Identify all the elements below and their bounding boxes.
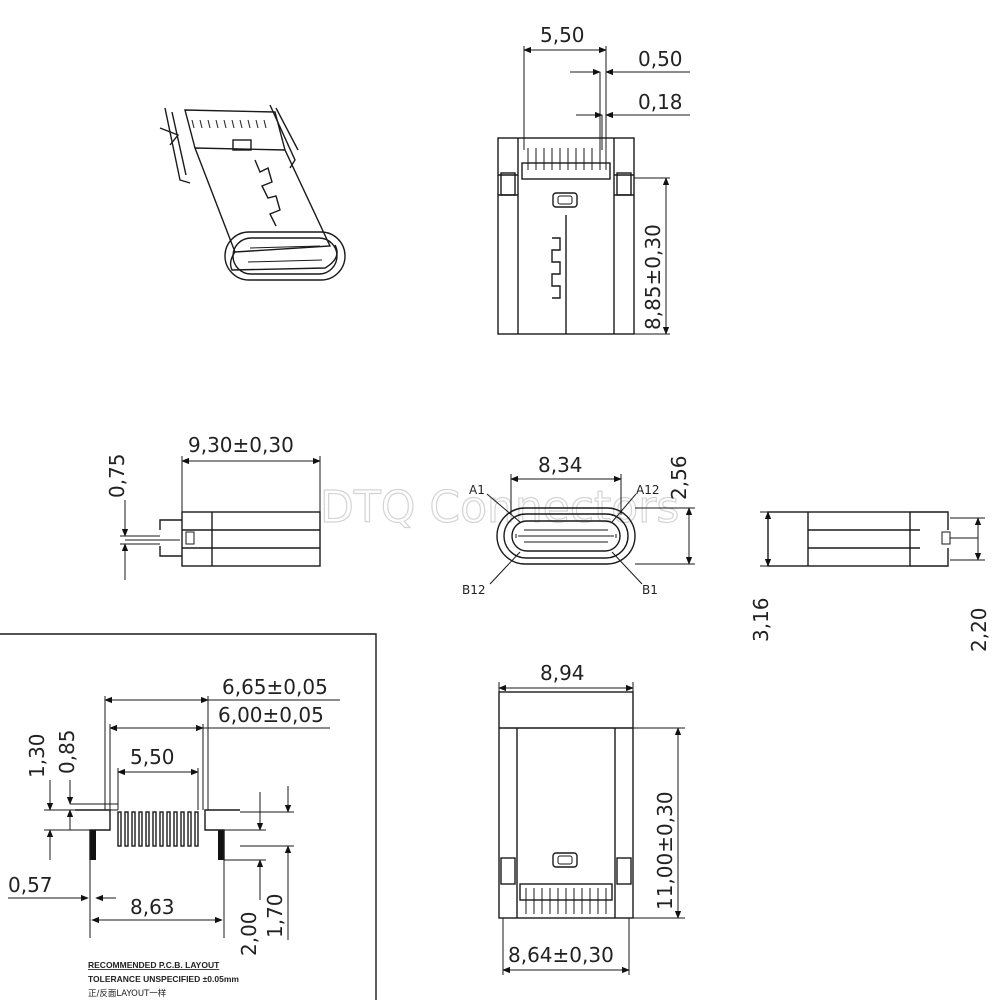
front-view-dimensions: 8,34 2,56 A1 A12 B12 B1 bbox=[462, 453, 695, 597]
pcb-layout-tolerance: TOLERANCE UNSPECIFIED ±0.05mm bbox=[88, 974, 239, 984]
dim-top-pitch: 0,50 bbox=[638, 47, 683, 71]
side-view bbox=[125, 511, 321, 567]
dim-top-height: 8,85±0,30 bbox=[641, 224, 665, 330]
side-view-dimensions: 9,30±0,30 0,75 bbox=[105, 433, 321, 580]
dim-pcb-inner: 6,00±0,05 bbox=[218, 703, 324, 727]
dim-pcb-offset-1: 1,30 bbox=[25, 733, 49, 778]
dim-bottom-width: 8,94 bbox=[540, 661, 585, 685]
dim-side-length: 9,30±0,30 bbox=[188, 433, 294, 457]
pcb-slot-left bbox=[90, 830, 96, 860]
pcb-slot-right bbox=[218, 830, 224, 860]
dim-right-pin-height: 2,20 bbox=[967, 607, 991, 652]
dim-pcb-pin-span: 5,50 bbox=[130, 745, 175, 769]
pcb-layout-title: RECOMMENDED P.C.B. LAYOUT bbox=[88, 960, 220, 970]
pcb-layout-note: 正/反面LAYOUT一样 bbox=[88, 988, 167, 999]
top-view-dimensions: 5,50 0,50 0,18 8,85±0,30 bbox=[523, 23, 690, 335]
dim-top-pin-width: 0,18 bbox=[638, 90, 683, 114]
right-view-dimensions: 3,16 2,20 bbox=[749, 511, 991, 652]
dim-top-width: 5,50 bbox=[540, 23, 585, 47]
pin-label-a1: A1 bbox=[469, 483, 485, 497]
pcb-layout-dimensions: 6,65±0,05 6,00±0,05 5,50 1,30 0,85 0,57 … bbox=[8, 675, 340, 999]
pin-label-a12: A12 bbox=[636, 483, 659, 497]
dim-front-height: 2,56 bbox=[667, 455, 691, 500]
isometric-view bbox=[159, 104, 346, 281]
bottom-view-dimensions: 8,94 11,00±0,30 8,64±0,30 bbox=[498, 661, 685, 975]
dim-bottom-height: 11,00±0,30 bbox=[653, 791, 677, 910]
right-view bbox=[767, 511, 978, 567]
dim-side-thickness: 0,75 bbox=[105, 453, 129, 498]
dim-pcb-slot-length: 2,00 bbox=[237, 911, 261, 956]
pin-label-b1: B1 bbox=[642, 583, 658, 597]
dim-pcb-pad-length: 1,70 bbox=[263, 893, 287, 938]
pin-label-b12: B12 bbox=[462, 583, 486, 597]
dim-pcb-slot-span: 8,63 bbox=[130, 895, 175, 919]
dim-pcb-slot-width: 0,57 bbox=[8, 873, 53, 897]
front-view bbox=[496, 507, 636, 565]
pcb-pin-pads bbox=[117, 811, 199, 847]
dim-pcb-outer: 6,65±0,05 bbox=[222, 675, 328, 699]
dim-right-height: 3,16 bbox=[749, 597, 773, 642]
bottom-view bbox=[498, 691, 634, 919]
dim-bottom-pin-width: 8,64±0,30 bbox=[508, 943, 614, 967]
dim-front-width: 8,34 bbox=[538, 453, 583, 477]
pcb-layout bbox=[75, 809, 240, 938]
pcb-layout-frame bbox=[0, 633, 377, 1000]
top-view bbox=[497, 137, 635, 335]
dim-pcb-offset-2: 0,85 bbox=[55, 729, 79, 774]
